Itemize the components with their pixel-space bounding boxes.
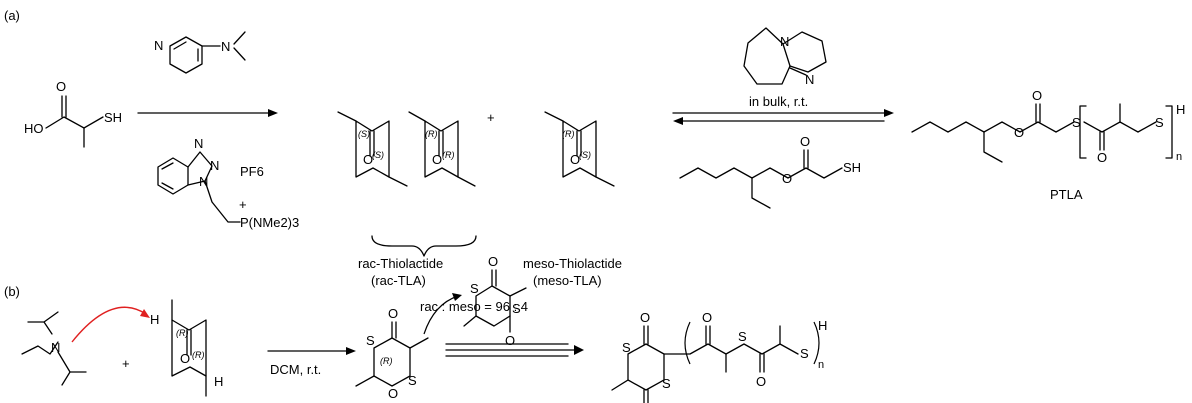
ptla-structure: O O S O S H n: [911, 88, 1185, 165]
polymer-o1: O: [640, 310, 650, 325]
reaction-arrow-1: [137, 109, 278, 117]
pf6-label: PF6: [240, 164, 264, 179]
rac1-o: O: [363, 152, 373, 167]
bop-reagent-structure: N N N PF6 P(NMe2)3 +: [157, 136, 299, 230]
attack-arrow: [423, 293, 462, 335]
conditions-b: DCM, r.t.: [270, 362, 321, 377]
dmap-amine-n: N: [221, 39, 230, 54]
ptla-o-thioester: O: [1097, 150, 1107, 165]
bop-n1: N: [194, 136, 203, 151]
rr-config-1: (R): [176, 328, 189, 338]
dipea-n: N: [51, 340, 60, 355]
enolate-o1: O: [388, 306, 398, 321]
rac1-config-2: (S): [372, 150, 384, 160]
polymer-s2: S: [662, 376, 671, 391]
dmap-structure: N N: [154, 31, 246, 74]
atom-o: O: [56, 79, 66, 94]
plus-sign-a: +: [487, 110, 495, 125]
reaction-arrow-b1: [267, 347, 356, 355]
polymer-h: H: [818, 318, 827, 333]
conditions-a: in bulk, r.t.: [749, 94, 808, 109]
rr-o: O: [180, 351, 190, 366]
enolate-config: (R): [380, 356, 393, 366]
enolate-intermediate-structure: O O S S (R): [355, 306, 429, 401]
polymer-product-structure: O S S O S O S H n: [611, 310, 827, 403]
polymer-s3: S: [738, 329, 747, 344]
ptla-o-carbonyl: O: [1032, 88, 1042, 103]
equilibrium-arrow: [672, 109, 894, 125]
rr-h2: H: [214, 374, 223, 389]
second-tla-o2: O: [505, 333, 515, 348]
ptla-s1: S: [1072, 115, 1081, 130]
ptla-h: H: [1176, 102, 1185, 117]
product-label: PTLA: [1050, 187, 1083, 202]
enolate-s1: S: [366, 333, 375, 348]
initiator-structure: O O SH: [679, 134, 861, 209]
polymer-s1: S: [622, 340, 631, 355]
atom-ho: HO: [24, 121, 44, 136]
second-tla-s2: S: [512, 301, 521, 316]
enolate-o2: O: [388, 386, 398, 401]
meso-config-1: (R): [562, 129, 575, 139]
dbu-structure: N N: [743, 27, 827, 87]
rac-name-line2: (rac-TLA): [371, 273, 426, 288]
meso-o: O: [570, 152, 580, 167]
rac-brace: [371, 235, 477, 257]
initiator-o-carbonyl: O: [800, 134, 810, 149]
meso-config-2: (S): [579, 150, 591, 160]
dbu-n1: N: [780, 34, 789, 49]
bop-n2: N: [210, 158, 219, 173]
rac-meso-ratio: rac : meso = 96 : 4: [420, 299, 528, 314]
second-tla-structure: O O S S: [463, 254, 527, 348]
polymer-s4: S: [800, 346, 809, 361]
rac-tla-ring-2: O (R) (R): [408, 111, 476, 187]
rac2-config-1: (R): [425, 129, 438, 139]
meso-name-line1: meso-Thiolactide: [523, 256, 622, 271]
second-tla-s1: S: [470, 281, 479, 296]
phosphonium-plus: +: [239, 197, 247, 212]
ptla-n: n: [1176, 151, 1182, 163]
polymer-o3: O: [756, 374, 766, 389]
rac-tla-ring-1: O (S) (S): [337, 111, 408, 187]
rr-config-2: (R): [192, 350, 205, 360]
atom-sh: SH: [104, 110, 122, 125]
rr-h1: H: [150, 312, 159, 327]
reagent-group-label: P(NMe2)3: [240, 215, 299, 230]
dmap-ring-n: N: [154, 38, 163, 53]
dbu-n2: N: [805, 72, 814, 87]
dipea-structure: N: [21, 311, 87, 386]
rac2-o: O: [432, 152, 442, 167]
panel-a-label: (a): [4, 8, 20, 23]
enolate-s2: S: [408, 373, 417, 388]
polymer-o2: O: [702, 310, 712, 325]
meso-tla-ring: O (R) (S): [544, 111, 615, 187]
initiator-o-ester: O: [782, 171, 792, 186]
ptla-s2: S: [1155, 115, 1164, 130]
meso-name-line2: (meso-TLA): [533, 273, 602, 288]
rac-name-line1: rac-Thiolactide: [358, 256, 443, 271]
electron-arrow: [71, 306, 150, 343]
rr-thiolactide-structure: H H O (R) (R): [150, 299, 223, 397]
initiator-sh: SH: [843, 160, 861, 175]
rac2-config-2: (R): [442, 150, 455, 160]
second-tla-o1: O: [488, 254, 498, 269]
polymer-n: n: [818, 359, 824, 371]
multi-step-arrow: [445, 343, 584, 357]
ptla-o-ester: O: [1014, 125, 1024, 140]
plus-sign-b: +: [122, 356, 130, 371]
bop-n3: N: [199, 174, 208, 189]
panel-b-label: (b): [4, 284, 20, 299]
thiolactic-acid-structure: O HO SH: [24, 79, 122, 148]
rac1-config-1: (S): [358, 129, 370, 139]
